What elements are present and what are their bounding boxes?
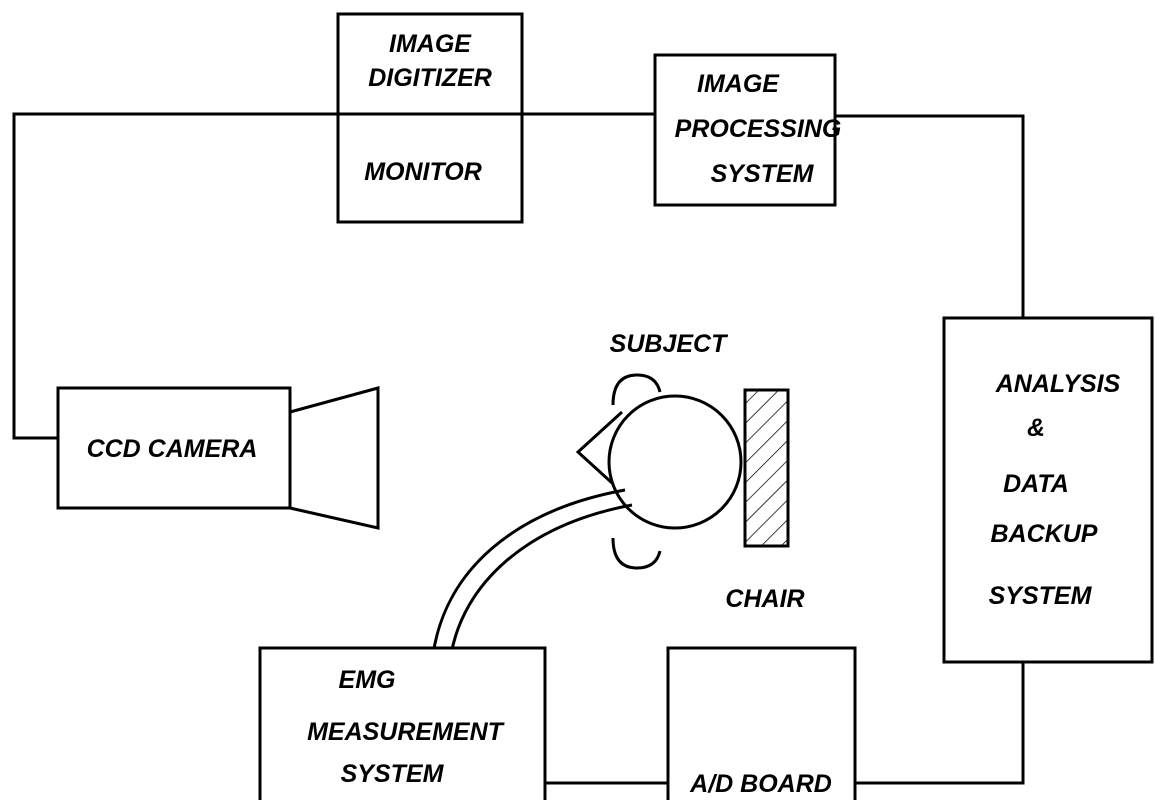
subject-nose-icon: [575, 410, 624, 494]
wire-processing-to-analysis: [835, 114, 1025, 318]
image-processing-line-2: PROCESSING: [675, 115, 842, 143]
image-processing-box: [653, 53, 837, 207]
ccd-camera-label: CCD CAMERA: [87, 435, 258, 463]
monitor-label: MONITOR: [364, 158, 482, 186]
chair-icon: [743, 388, 790, 548]
digitizer-monitor-box: [336, 12, 524, 224]
analysis-line-3: DATA: [1003, 470, 1069, 498]
subject-label: SUBJECT: [610, 330, 729, 358]
ccd-camera-box: [56, 386, 292, 510]
analysis-line-5: SYSTEM: [989, 582, 1093, 610]
image-digitizer-line-2: DIGITIZER: [368, 64, 492, 92]
camera-lens-icon: [289, 386, 380, 530]
analysis-box: [942, 316, 1154, 664]
analysis-line-2: &: [1027, 414, 1045, 442]
image-digitizer-monitor-block: IMAGE DIGITIZER MONITOR: [336, 12, 524, 224]
image-processing-block: IMAGE PROCESSING SYSTEM: [653, 53, 842, 207]
analysis-line-4: BACKUP: [991, 520, 1098, 548]
wire-camera-to-digitizer: [12, 112, 338, 440]
chair-label: CHAIR: [725, 585, 804, 613]
image-digitizer-line-1: IMAGE: [389, 30, 472, 58]
analysis-line-1: ANALYSIS: [995, 370, 1121, 398]
emg-block: EMG MEASUREMENT SYSTEM: [258, 646, 547, 800]
emg-line-3: SYSTEM: [341, 760, 445, 788]
ad-board-block: A/D BOARD: [666, 646, 857, 800]
ccd-camera-block: CCD CAMERA: [56, 386, 380, 530]
emg-line-1: EMG: [339, 666, 396, 694]
chair-figure: CHAIR: [725, 388, 805, 613]
subject-figure: SUBJECT: [575, 330, 743, 570]
subject-shoulder-bottom-icon: [611, 537, 662, 570]
emg-box: [258, 646, 547, 800]
emg-line-2: MEASUREMENT: [307, 718, 506, 746]
image-processing-line-1: IMAGE: [697, 70, 780, 98]
emg-cable-inner: [449, 503, 633, 656]
emg-cable-outer: [431, 488, 626, 656]
analysis-block: ANALYSIS & DATA BACKUP SYSTEM: [942, 316, 1154, 664]
subject-shoulder-top-icon: [611, 373, 662, 406]
image-processing-line-3: SYSTEM: [711, 160, 815, 188]
wire-analysis-to-adboard: [855, 662, 1025, 785]
ad-board-box: [666, 646, 857, 800]
ad-board-label: A/D BOARD: [689, 770, 832, 798]
subject-head-icon: [607, 394, 743, 530]
